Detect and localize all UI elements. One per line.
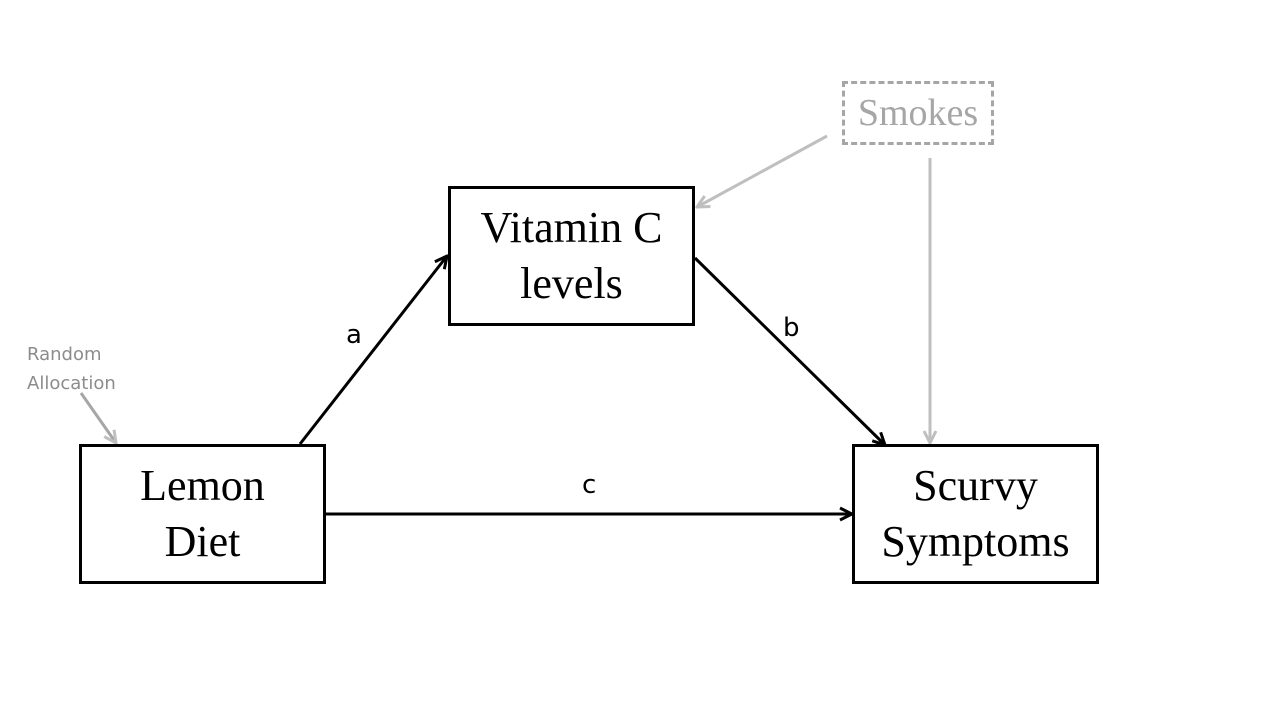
node-lemon-diet-label: Lemon Diet [140, 461, 265, 566]
edge-label-c: c [582, 470, 597, 500]
random-allocation-annotation: Random Allocation [27, 344, 116, 394]
edge-allocation-to-lemon [79, 392, 116, 443]
node-scurvy-label: Scurvy Symptoms [881, 461, 1070, 566]
node-lemon-diet: Lemon Diet [79, 444, 326, 584]
edge-a-lemon-to-vitaminc [298, 256, 447, 445]
node-smokes-label: Smokes [857, 92, 979, 134]
node-scurvy-symptoms: Scurvy Symptoms [852, 444, 1099, 584]
edge-smokes-to-vitaminc [697, 134, 828, 207]
edge-label-b: b [783, 313, 800, 343]
node-smokes: Smokes [842, 81, 994, 145]
edge-label-a: a [346, 320, 362, 350]
node-vitamin-c-label: Vitamin C levels [480, 203, 663, 308]
edge-b-vitaminc-to-scurvy [693, 256, 885, 445]
node-vitamin-c-levels: Vitamin C levels [448, 186, 695, 326]
